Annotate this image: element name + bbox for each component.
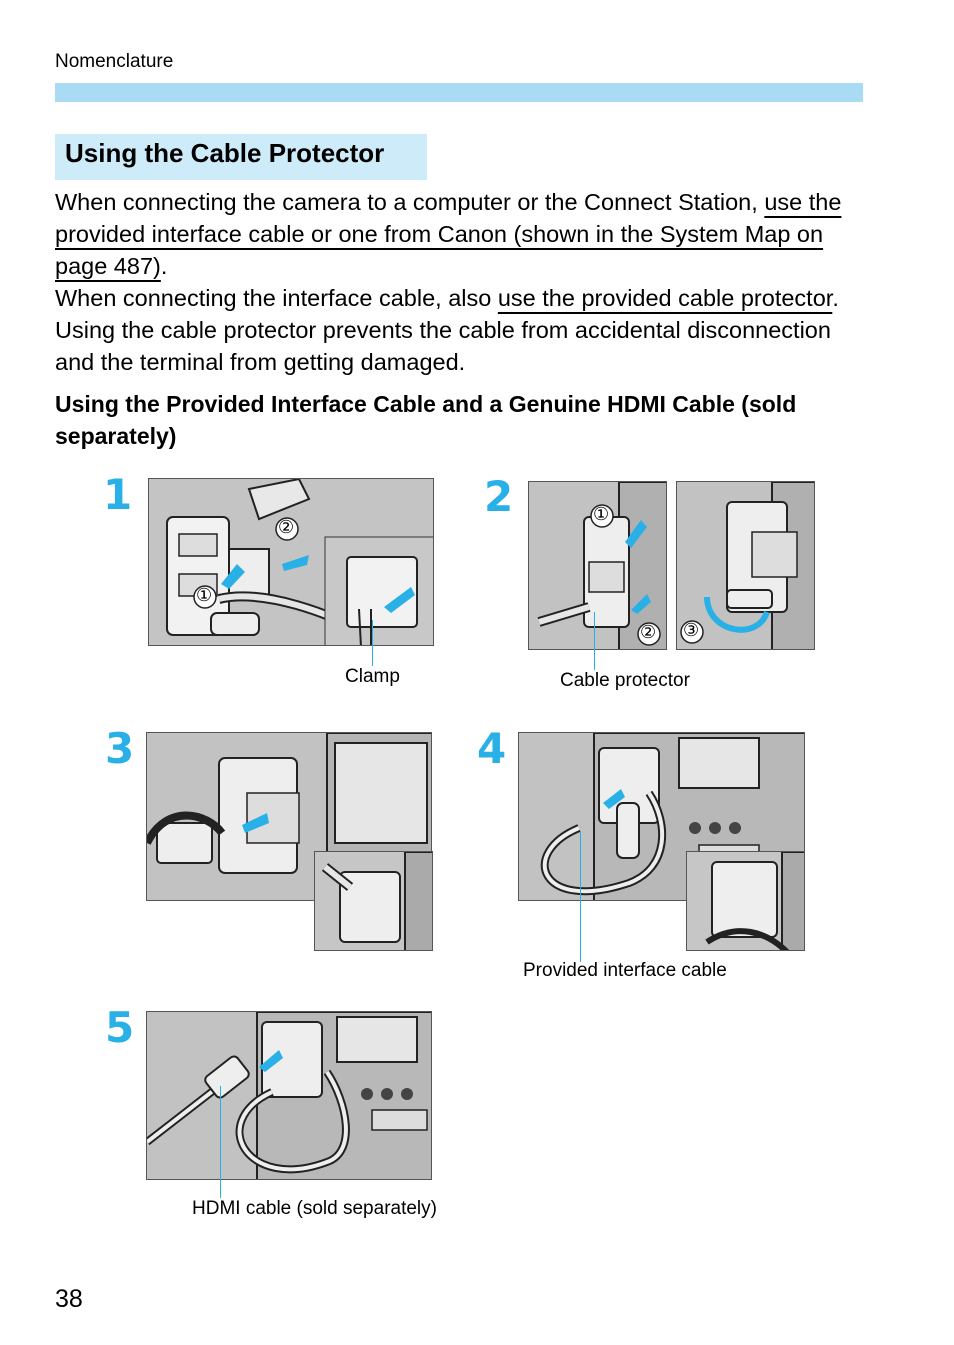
step-4-inset-illustration — [686, 851, 805, 951]
cable-protector-link: use the provided cable protector — [497, 285, 833, 311]
section-title: Using the Cable Protector — [65, 138, 385, 168]
clamp-caption: Clamp — [345, 666, 400, 687]
page-number: 38 — [55, 1285, 83, 1313]
body-text: When connecting the camera to a computer… — [55, 186, 865, 378]
step-5-illustration — [146, 1011, 432, 1180]
cable-protector-caption: Cable protector — [560, 670, 690, 691]
callout-2: ② — [640, 622, 657, 642]
step-1-number: 1 — [103, 470, 133, 519]
step-4-number: 4 — [477, 724, 507, 773]
step-2-illustration-a: ① ② — [528, 481, 667, 650]
hdmi-cable-caption: HDMI cable (sold separately) — [192, 1198, 437, 1219]
callout-1: ① — [593, 504, 610, 524]
step-2-illustration-b: ③ — [676, 481, 815, 650]
step-5-number: 5 — [105, 1003, 135, 1052]
paragraph-1-text: When connecting the camera to a computer… — [55, 189, 765, 215]
callout-3: ③ — [683, 620, 700, 640]
clamp-leader-line — [372, 620, 373, 666]
step-1-illustration: ② ① — [148, 478, 434, 646]
callout-2: ② — [278, 517, 295, 537]
header-bar — [55, 83, 863, 102]
cable-protector-leader-line — [594, 612, 595, 670]
paragraph-2-text: When connecting the interface cable, als… — [55, 285, 498, 311]
section-title-box — [55, 134, 427, 180]
step-3-number: 3 — [105, 724, 135, 773]
interface-cable-leader-line — [580, 832, 581, 962]
hdmi-cable-leader-line — [220, 1086, 221, 1198]
interface-cable-caption: Provided interface cable — [523, 960, 727, 981]
callout-1: ① — [196, 585, 213, 605]
paragraph-2: When connecting the interface cable, als… — [55, 282, 865, 378]
paragraph-2-end: . Using the cable protector prevents the… — [55, 285, 839, 375]
interface-cable-link: use the provided interface cable or one … — [55, 189, 842, 279]
step-3-inset-illustration — [314, 851, 433, 951]
paragraph-1: When connecting the camera to a computer… — [55, 186, 865, 282]
section-label: Nomenclature — [55, 51, 174, 72]
step-2-number: 2 — [484, 472, 514, 521]
sub-heading: Using the Provided Interface Cable and a… — [55, 391, 797, 449]
paragraph-1-end: . — [160, 253, 168, 279]
